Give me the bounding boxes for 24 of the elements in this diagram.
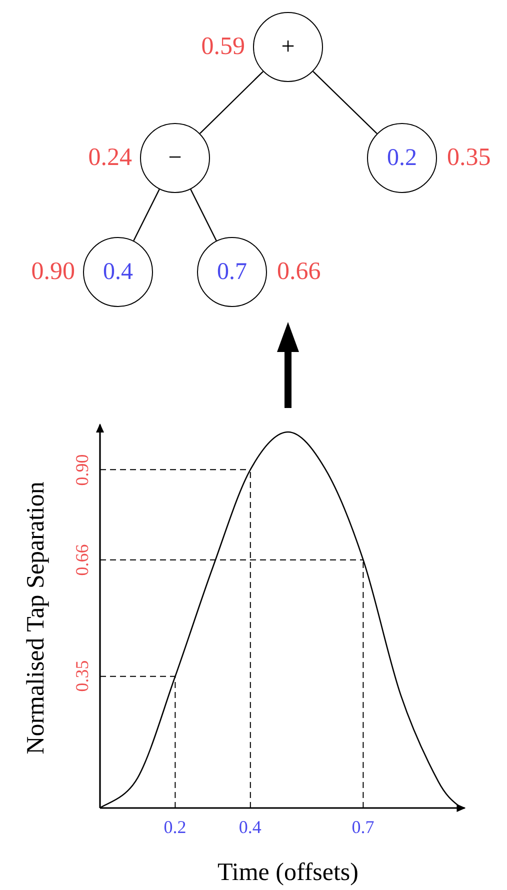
- node-value: 0.2: [387, 144, 417, 172]
- tree-edge: [200, 71, 264, 134]
- node-weight: 0.24: [88, 143, 132, 173]
- x-tick-label: 0.2: [164, 817, 186, 837]
- x-tick-label: 0.4: [238, 817, 262, 837]
- node-value: 0.7: [217, 258, 247, 286]
- node-value: −: [168, 144, 182, 172]
- axis-title: Time (offsets): [218, 858, 358, 888]
- y-tick-label: 0.90: [72, 454, 92, 486]
- tree-node-circle: [253, 12, 323, 82]
- node-weight: 0.66: [277, 257, 321, 287]
- tree-node-circle: [140, 123, 210, 193]
- axis-title: Normalised Tap Separation: [20, 482, 50, 754]
- y-tick-label: 0.66: [72, 544, 92, 576]
- node-weight: 0.90: [31, 257, 75, 287]
- x-tick-label: 0.7: [352, 817, 374, 837]
- tree-edge: [133, 189, 160, 241]
- node-value: 0.4: [103, 258, 133, 286]
- node-weight: 0.35: [447, 143, 491, 173]
- node-weight: 0.59: [201, 32, 245, 62]
- tree-edge: [312, 70, 378, 134]
- y-tick-label: 0.35: [72, 660, 92, 692]
- node-value: +: [281, 34, 295, 60]
- tree-edge: [190, 189, 217, 241]
